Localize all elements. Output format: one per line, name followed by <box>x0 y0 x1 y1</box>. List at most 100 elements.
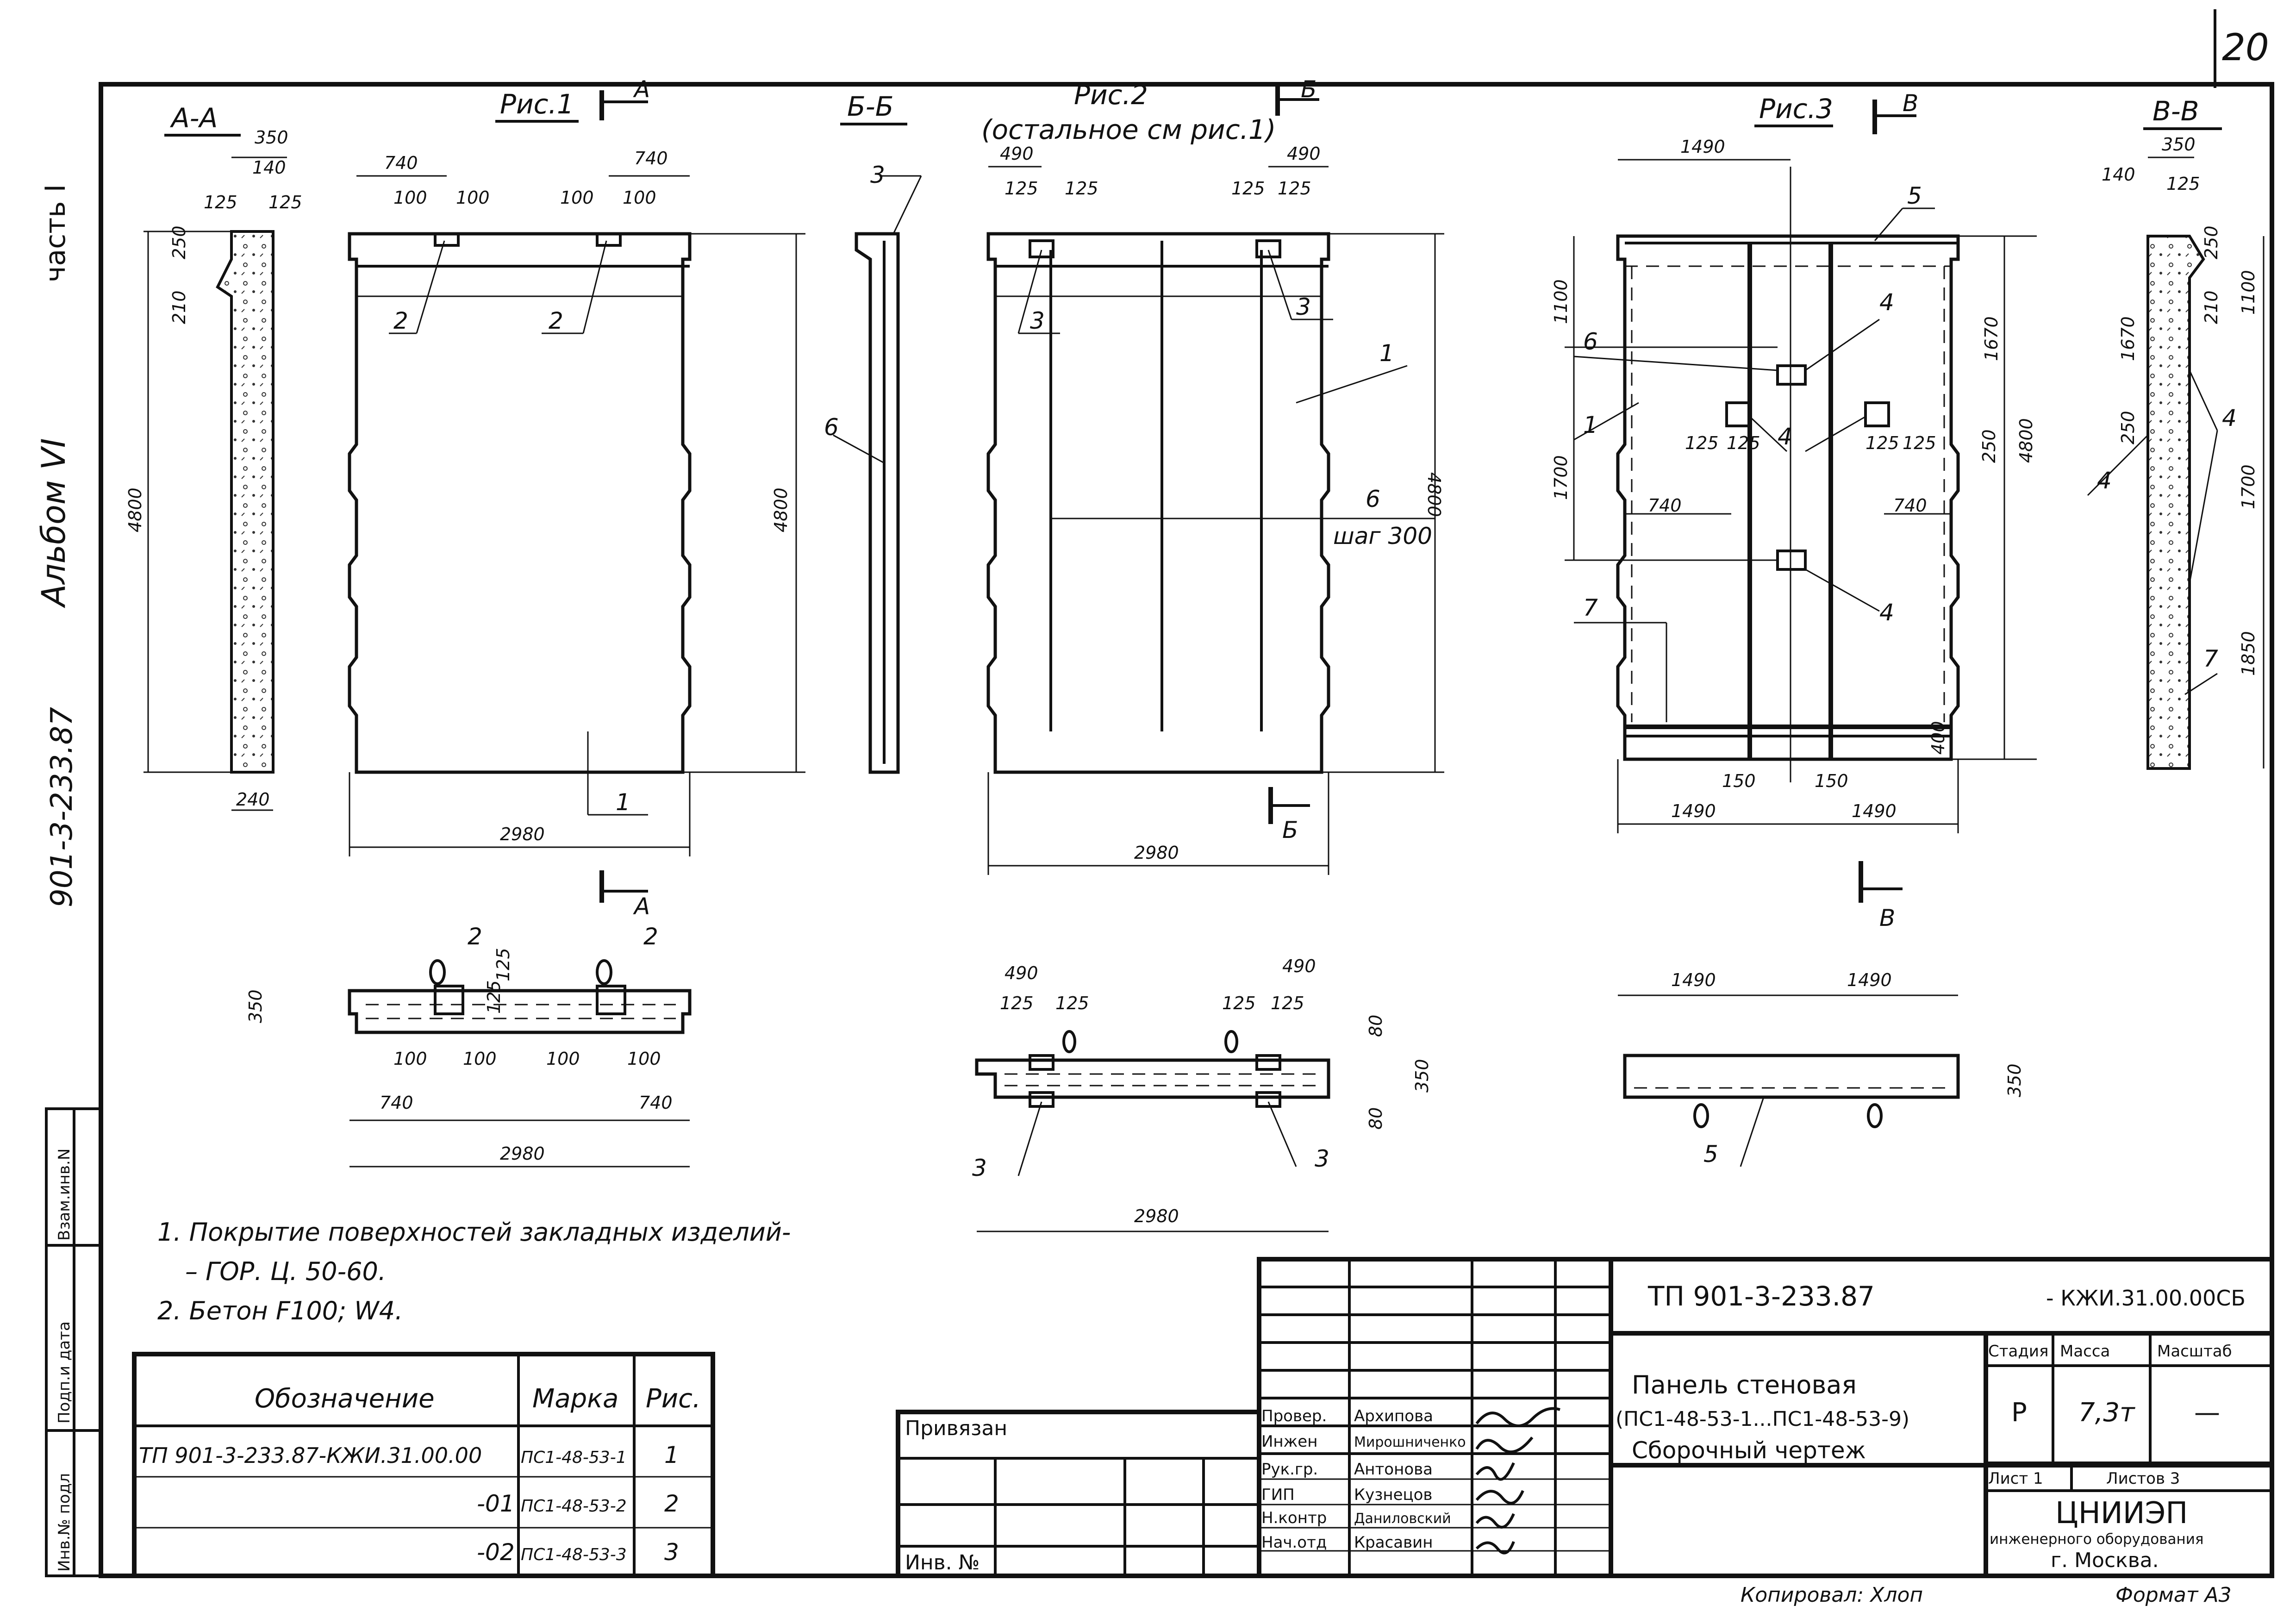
plan2-dim-125c: 125 <box>1222 993 1256 1013</box>
sheets-label: Листов 3 <box>2106 1469 2180 1488</box>
fig1-callout-2a: 2 <box>393 307 408 334</box>
fig3-title: Рис.3 <box>1759 93 1833 125</box>
role-2: Инжен <box>1261 1432 1317 1451</box>
vv-callout-4a: 4 <box>2097 467 2112 494</box>
fig3-callout-5: 5 <box>1907 182 1922 209</box>
spec-row2-designation: -01 <box>477 1490 515 1517</box>
fig1-dim-100d: 100 <box>623 187 656 208</box>
scale-label: Масштаб <box>2157 1342 2232 1361</box>
fig2-step: шаг 300 <box>1333 523 1432 550</box>
fig3-dim-740a: 740 <box>1648 495 1682 516</box>
fig1-callout-2b: 2 <box>549 307 563 334</box>
strip-podp: Подп.и дата <box>55 1321 74 1424</box>
plan2-dim-2980: 2980 <box>1134 1206 1179 1226</box>
fig2-callout-3b: 3 <box>1296 294 1311 320</box>
plan1-dim-2980: 2980 <box>500 1143 545 1164</box>
plan3-dim-350: 350 <box>2004 1063 2025 1097</box>
name-2: Мирошниченко <box>1354 1434 1466 1450</box>
aa-dim-350: 350 <box>255 127 288 148</box>
privyazan-label: Привязан <box>905 1417 1007 1440</box>
fig2-dim-125b: 125 <box>1065 178 1098 199</box>
fig3-cut-v-bottom: В <box>1879 905 1895 931</box>
fig3-callout-6: 6 <box>1583 328 1598 355</box>
fig1-title: Рис.1 <box>500 88 574 120</box>
fig2-cut-b-top: Б <box>1301 76 1316 103</box>
spec-row2-mark: ПС1-48-53-2 <box>521 1497 627 1516</box>
signature-3 <box>1475 1462 1515 1481</box>
fig2-callout-1: 1 <box>1379 340 1394 367</box>
sheet-label: Лист 1 <box>1988 1469 2043 1488</box>
signature-6 <box>1475 1541 1515 1555</box>
spec-header-designation: Обозначение <box>255 1384 435 1414</box>
panel-title-2: (ПС1-48-53-1...ПС1-48-53-9) <box>1616 1407 1909 1431</box>
plan1-dim-740a: 740 <box>380 1093 413 1113</box>
vv-dim-250b: 250 <box>2118 411 2138 444</box>
doc-suffix: - КЖИ.31.00.00СБ <box>2046 1286 2246 1311</box>
spec-table: Обозначение Марка Рис. ТП 901-3-233.87-К… <box>132 1352 715 1578</box>
plan1-dim-740b: 740 <box>639 1093 673 1113</box>
plan2-dim-490a: 490 <box>1004 963 1038 983</box>
stage-value: Р <box>2011 1398 2027 1428</box>
plan3-callout-5: 5 <box>1703 1141 1718 1168</box>
strip-vzam: Взам.инв.N <box>55 1149 74 1241</box>
signature-4 <box>1475 1490 1524 1505</box>
fig3-dim-400: 400 <box>1928 721 1948 755</box>
copied-by: Копировал: Хлоп <box>1741 1583 1923 1607</box>
name-6: Красавин <box>1354 1533 1433 1552</box>
plan1-dim-100c: 100 <box>546 1049 580 1069</box>
name-4: Кузнецов <box>1354 1486 1432 1504</box>
section-bb: Б-Б 3 6 <box>824 91 922 774</box>
plan2-dim-350: 350 <box>1412 1059 1432 1093</box>
vv-callout-4b: 4 <box>2222 405 2237 431</box>
fig2-dim-4800: 4800 <box>1424 472 1444 517</box>
album-label: Альбом VI <box>35 438 73 608</box>
signature-1 <box>1475 1407 1560 1427</box>
section-aa-label: А-А <box>169 102 218 134</box>
fig2-callout-6: 6 <box>1366 486 1380 512</box>
plan1-callout-2a: 2 <box>468 923 482 950</box>
inv-no-label: Инв. № <box>905 1551 980 1574</box>
fig2-cut-b-bottom: Б <box>1282 817 1298 843</box>
vv-dim-1850: 1850 <box>2238 631 2259 676</box>
fig3-dim-1670: 1670 <box>1981 316 2002 361</box>
fig3-callout-4a: 4 <box>1879 289 1894 316</box>
aa-dim-125b: 125 <box>268 192 302 212</box>
vv-dim-125a: 125 <box>2166 174 2200 194</box>
figure-2: Рис.2 (остальное см рис.1) Б 490 490 125… <box>981 76 1444 875</box>
fig3-callout-4c: 4 <box>1879 599 1894 626</box>
part-label: часть I <box>39 184 72 282</box>
plan2-dim-125b: 125 <box>1055 993 1089 1013</box>
spec-row3-designation: -02 <box>477 1539 515 1566</box>
name-3: Антонова <box>1354 1460 1433 1479</box>
title-block: Привязан Инв. № Провер. Инжен Рук.гр. ГИ… <box>896 1257 2274 1578</box>
plan1-dim-100a: 100 <box>393 1049 427 1069</box>
aa-dim-210: 210 <box>169 290 189 324</box>
org-3: г. Москва. <box>2051 1549 2159 1572</box>
bb-callout-3: 3 <box>870 162 885 188</box>
fig2-dim-125d: 125 <box>1278 178 1311 199</box>
mass-value: 7,3т <box>2078 1398 2135 1428</box>
fig1-dim-100c: 100 <box>560 187 594 208</box>
fig3-dim-1490-top: 1490 <box>1680 137 1725 157</box>
aa-dim-140: 140 <box>252 157 286 178</box>
plan1-dim-100b: 100 <box>463 1049 497 1069</box>
page-number: 20 <box>2222 26 2269 69</box>
spec-row2-fig: 2 <box>664 1490 679 1517</box>
role-5: Н.контр <box>1261 1509 1327 1527</box>
fig3-callout-4b: 4 <box>1778 423 1792 450</box>
fig2-dim-490b: 490 <box>1287 144 1321 164</box>
section-aa: А-А 350 140 125 125 250 210 4800 240 <box>125 102 302 811</box>
spec-row1-mark: ПС1-48-53-1 <box>521 1448 627 1467</box>
spec-row1-designation: ТП 901-3-233.87-КЖИ.31.00.00 <box>139 1443 482 1468</box>
plan2-dim-80b: 80 <box>1366 1107 1386 1130</box>
fig1-cut-a-top: А <box>633 76 650 103</box>
signature-5 <box>1475 1513 1515 1529</box>
aa-dim-250: 250 <box>169 225 189 259</box>
fig2-dim-125c: 125 <box>1231 178 1265 199</box>
section-bb-label: Б-Б <box>847 91 894 122</box>
spec-header-mark: Марка <box>532 1384 618 1414</box>
fig3-dim-150a: 150 <box>1722 771 1756 791</box>
vv-dim-1100: 1100 <box>2238 270 2259 315</box>
vv-dim-250: 250 <box>2201 225 2221 259</box>
bb-callout-6: 6 <box>824 414 839 441</box>
